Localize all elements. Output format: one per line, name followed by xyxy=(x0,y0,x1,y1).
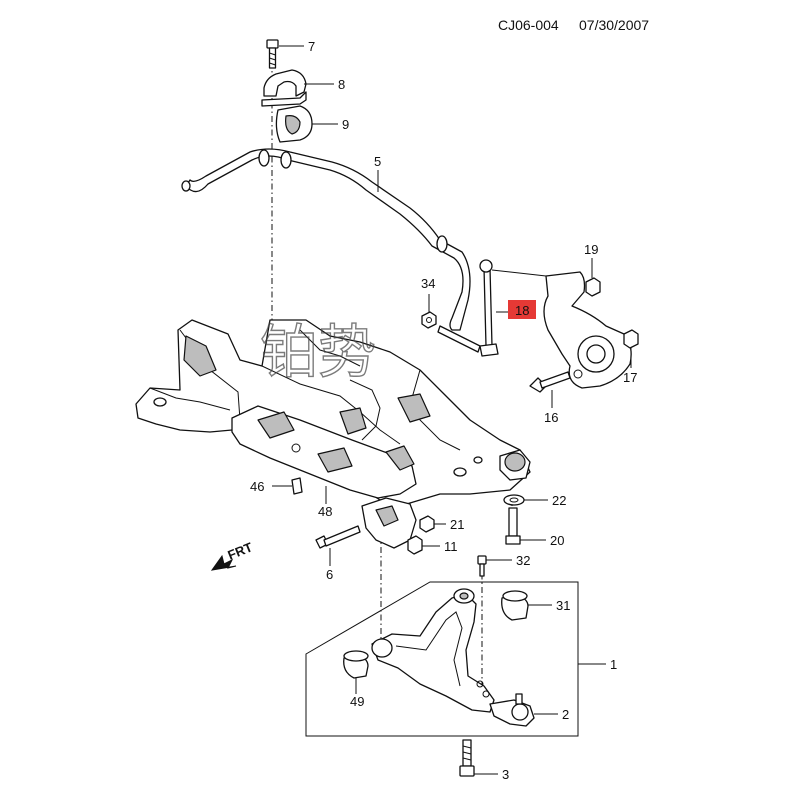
bracket-part-8 xyxy=(261,69,307,107)
diagram-header: CJ06-004 07/30/2007 xyxy=(498,17,649,33)
watermark-text: 铂势 xyxy=(260,318,376,386)
callout-9: 9 xyxy=(342,117,349,132)
washer-part-22 xyxy=(503,494,525,506)
front-direction-marker: FRT xyxy=(210,539,255,571)
rear-mount-bracket xyxy=(361,497,417,549)
bolt-part-16 xyxy=(529,371,571,393)
callout-2: 2 xyxy=(562,707,569,722)
callout-5: 5 xyxy=(374,154,381,169)
front-crossmember xyxy=(135,319,531,507)
skid-plate-part-48 xyxy=(231,405,417,499)
nut-part-34 xyxy=(421,311,437,329)
callout-46: 46 xyxy=(250,479,264,494)
callout-11: 11 xyxy=(444,539,458,554)
stabilizer-bar-part-5 xyxy=(181,148,471,331)
callout-48: 48 xyxy=(318,504,332,519)
callout-6: 6 xyxy=(326,567,333,582)
callout-49: 49 xyxy=(350,694,364,709)
diagram-date: 07/30/2007 xyxy=(579,17,649,33)
callout-31: 31 xyxy=(556,598,570,613)
nut-part-19 xyxy=(585,277,601,297)
callout-1: 1 xyxy=(610,657,617,672)
front-label: FRT xyxy=(226,539,255,562)
callout-22: 22 xyxy=(552,493,566,508)
callout-32: 32 xyxy=(516,553,530,568)
diagram-code: CJ06-004 xyxy=(498,17,559,33)
stabilizer-link-part-18 xyxy=(437,259,499,357)
bolt-part-3 xyxy=(459,739,475,777)
steering-knuckle xyxy=(491,269,632,389)
callout-20: 20 xyxy=(550,533,564,548)
callout-19: 19 xyxy=(584,242,598,257)
callout-3: 3 xyxy=(502,767,509,782)
callout-17: 17 xyxy=(623,370,637,385)
callout-7: 7 xyxy=(308,39,315,54)
nut-part-11 xyxy=(407,535,423,555)
callout-34: 34 xyxy=(421,276,435,291)
callout-18-highlight xyxy=(508,300,536,319)
callout-16: 16 xyxy=(544,410,558,425)
nut-part-17 xyxy=(623,329,639,349)
callout-18: 18 xyxy=(515,303,529,318)
nut-part-21 xyxy=(419,515,435,533)
bolt-part-46 xyxy=(291,477,303,495)
callout-21: 21 xyxy=(450,517,464,532)
bolt-part-7 xyxy=(266,39,279,69)
leader-lines xyxy=(272,45,632,775)
lower-arm-inset xyxy=(305,581,579,737)
bushing-part-9 xyxy=(275,105,313,143)
front-arrow-icon xyxy=(210,554,237,571)
callout-8: 8 xyxy=(338,77,345,92)
callout-labels: 7 8 9 5 19 34 18 17 16 22 46 48 21 20 11… xyxy=(250,39,637,782)
bolt-part-6 xyxy=(315,525,361,549)
bolt-part-20 xyxy=(505,507,521,545)
bolt-part-32 xyxy=(477,555,487,577)
